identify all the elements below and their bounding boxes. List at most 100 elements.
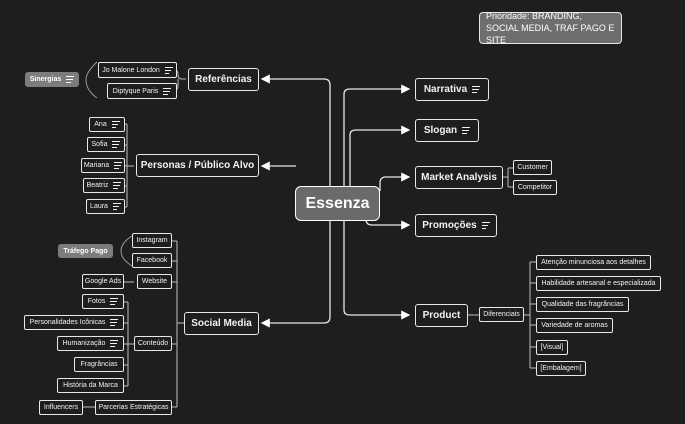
persona-sofia[interactable]: Sofia — [87, 137, 125, 152]
persona-laura[interactable]: Laura — [86, 199, 125, 214]
topic-product-label: Product — [422, 310, 461, 321]
conteudo-item-label: Fragrâncias — [80, 361, 118, 368]
link-center-product — [343, 221, 411, 320]
topic-product[interactable]: Product — [415, 304, 468, 327]
note-icon — [110, 296, 119, 307]
topic-market-analysis-label: Market Analysis — [421, 172, 497, 183]
parcerias-influencers-label: Influencers — [43, 404, 79, 411]
conteudo-humanizacao[interactable]: Humanização — [57, 336, 124, 351]
link-center-slogan — [349, 125, 411, 187]
diferencial-label: [Visual] — [540, 344, 564, 351]
google-ads[interactable]: Google Ads — [82, 274, 124, 289]
persona-label: Sofia — [91, 141, 108, 148]
conteudo-item-label: Fotos — [87, 298, 106, 305]
topic-social-media-label: Social Media — [191, 318, 252, 329]
diferencial-habilidade[interactable]: Habilidade artesanal e especializada — [536, 276, 661, 291]
topic-narrativa-label: Narrativa — [423, 84, 468, 95]
parcerias-influencers[interactable]: Influencers — [39, 400, 83, 415]
tag-trafego-pago-label: Tráfego Pago — [63, 247, 108, 255]
conteudo-personalidades[interactable]: Personalidades Icônicas — [24, 315, 124, 330]
note-icon — [112, 201, 121, 212]
note-icon — [113, 180, 122, 191]
priority-note[interactable]: Prioridade: BRANDING, SOCIAL MEDIA, TRAF… — [479, 11, 622, 45]
google-ads-label: Google Ads — [84, 278, 122, 285]
note-icon — [164, 65, 173, 76]
persona-label: Laura — [90, 203, 108, 210]
note-icon — [112, 139, 121, 150]
topic-slogan[interactable]: Slogan — [415, 119, 479, 142]
conteudo-item-label: Personalidades Icônicas — [29, 319, 106, 326]
topic-personas-label: Personas / Público Alvo — [140, 160, 255, 171]
social-facebook-label: Facebook — [136, 257, 168, 264]
social-conteudo-label: Conteúdo — [137, 340, 169, 347]
social-facebook[interactable]: Facebook — [132, 253, 172, 268]
persona-label: Beatriz — [86, 182, 109, 189]
topic-social-media[interactable]: Social Media — [184, 312, 259, 335]
ref-jo-malone-label: Jo Malone London — [102, 66, 160, 74]
topic-promocoes[interactable]: Promoções — [415, 214, 497, 237]
note-icon — [481, 220, 490, 231]
note-icon — [111, 119, 120, 130]
diferencial-label: Habilidade artesanal e especializada — [541, 280, 656, 287]
diferencial-embalagem[interactable]: [Embalagem] — [536, 361, 586, 376]
conteudo-historia[interactable]: História da Marca — [57, 378, 124, 393]
topic-slogan-label: Slogan — [423, 125, 458, 136]
note-icon — [110, 338, 119, 349]
link-center-referencias — [260, 74, 331, 187]
topic-promocoes-label: Promoções — [422, 220, 477, 231]
ref-diptyque-label: Diptyque Paris — [112, 87, 159, 95]
note-icon — [110, 317, 119, 328]
social-conteudo[interactable]: Conteúdo — [134, 336, 172, 351]
topic-referencias-label: Referências — [195, 74, 252, 85]
social-parcerias-label: Parcerias Estratégicas — [98, 404, 169, 411]
persona-ana[interactable]: Ana — [89, 117, 125, 132]
social-instagram-label: Instagram — [136, 237, 168, 244]
diferencial-label: Atenção minunciosa aos detalhes — [541, 259, 646, 266]
product-diferenciais-label: Diferenciais — [483, 311, 520, 318]
central-topic[interactable]: Essenza — [295, 186, 380, 221]
link-center-market — [379, 172, 411, 191]
market-competitor[interactable]: Competitor — [513, 180, 557, 195]
persona-label: Ana — [94, 121, 107, 128]
brace-trafego-pago — [120, 235, 133, 267]
tag-sinergias-label: Sinergias — [29, 76, 62, 83]
topic-narrativa[interactable]: Narrativa — [415, 78, 489, 101]
ref-jo-malone[interactable]: Jo Malone London — [98, 62, 177, 78]
link-center-narrativa — [343, 84, 411, 187]
priority-note-text: Prioridade: BRANDING, SOCIAL MEDIA, TRAF… — [486, 11, 615, 45]
conteudo-item-label: Humanização — [62, 340, 106, 347]
ref-diptyque[interactable]: Diptyque Paris — [107, 83, 177, 99]
note-icon — [472, 84, 481, 95]
diferencial-variedade[interactable]: Variedade de aromas — [536, 318, 613, 333]
conteudo-item-label: História da Marca — [63, 382, 118, 389]
persona-mariana[interactable]: Mariana — [81, 158, 125, 173]
topic-referencias[interactable]: Referências — [188, 68, 259, 91]
topic-market-analysis[interactable]: Market Analysis — [415, 166, 503, 189]
note-icon — [462, 125, 471, 136]
diferencial-atencao[interactable]: Atenção minunciosa aos detalhes — [536, 255, 651, 270]
social-website-label: Website — [141, 278, 168, 285]
diferencial-label: Variedade de aromas — [541, 322, 608, 329]
diferencial-qualidade[interactable]: Qualidade das fragrâncias — [536, 297, 629, 312]
market-customer[interactable]: Customer — [513, 160, 552, 175]
persona-beatriz[interactable]: Beatriz — [83, 178, 125, 193]
note-icon — [66, 74, 75, 85]
market-competitor-label: Competitor — [517, 184, 553, 191]
diferencial-label: Qualidade das fragrâncias — [541, 301, 624, 308]
social-website[interactable]: Website — [137, 274, 172, 289]
conteudo-fragrancias[interactable]: Fragrâncias — [74, 357, 124, 372]
central-topic-label: Essenza — [305, 194, 370, 212]
link-center-social — [260, 221, 331, 328]
market-customer-label: Customer — [517, 164, 548, 171]
tag-trafego-pago[interactable]: Tráfego Pago — [58, 244, 113, 258]
social-instagram[interactable]: Instagram — [132, 233, 172, 248]
product-diferenciais[interactable]: Diferenciais — [479, 307, 524, 322]
brace-sinergias — [85, 61, 98, 99]
conteudo-fotos[interactable]: Fotos — [82, 294, 124, 309]
social-parcerias[interactable]: Parcerias Estratégicas — [95, 400, 172, 415]
persona-label: Mariana — [83, 162, 110, 169]
tag-sinergias[interactable]: Sinergias — [25, 72, 79, 87]
topic-personas[interactable]: Personas / Público Alvo — [136, 154, 259, 177]
diferencial-visual[interactable]: [Visual] — [536, 340, 568, 355]
